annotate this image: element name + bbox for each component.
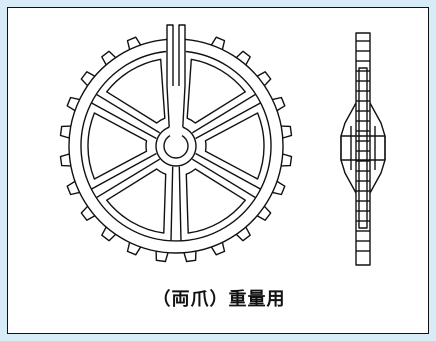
wheel-tooth xyxy=(66,96,80,112)
side-strip xyxy=(355,32,371,266)
wheel-tooth xyxy=(80,71,96,87)
slot-left-edge xyxy=(166,24,174,128)
spoke-edge xyxy=(91,152,157,190)
wheel-tooth xyxy=(272,96,286,112)
wheel-tooth xyxy=(126,36,142,50)
wheel-tooth xyxy=(210,36,226,50)
wheel-tooth xyxy=(272,180,286,196)
spoke-edge xyxy=(195,152,261,190)
spoke-edge xyxy=(170,166,174,241)
side-hub-profile xyxy=(340,102,386,194)
wheel-side-view xyxy=(340,32,386,266)
wheel-window xyxy=(186,58,246,124)
slot-right-edge xyxy=(178,24,186,128)
wheel-window xyxy=(106,168,167,234)
hub-outer xyxy=(155,126,197,167)
wheel-tooth xyxy=(80,205,96,221)
hub-inner xyxy=(163,134,189,159)
spoke-edge xyxy=(95,93,161,134)
wheel-tooth xyxy=(101,50,117,66)
side-hub-block xyxy=(340,135,386,161)
wheel-window xyxy=(87,112,148,180)
wheel-tooth xyxy=(281,125,293,139)
wheel-tooth xyxy=(59,125,71,139)
wheel-tooth xyxy=(126,242,142,256)
wheel-tooth xyxy=(59,153,71,167)
wheel-window xyxy=(204,112,265,180)
wheel-window xyxy=(106,58,166,124)
wheel-tooth xyxy=(256,205,272,221)
wheel-tooth xyxy=(256,71,272,87)
wheel-front-view xyxy=(59,24,293,263)
side-axle xyxy=(358,67,368,229)
spoke-edge xyxy=(178,166,182,241)
wheel-tooth xyxy=(101,226,117,242)
spoke-edge xyxy=(95,158,161,199)
wheel-tooth xyxy=(235,226,251,242)
spoke-edge xyxy=(191,93,257,134)
outer-rim xyxy=(68,38,284,254)
wheel-tooth xyxy=(235,50,251,66)
wheel-window xyxy=(185,168,246,234)
spoke-edge xyxy=(91,102,157,140)
wheel-tooth xyxy=(281,153,293,167)
wheel-tooth xyxy=(210,242,226,256)
wheel-tooth xyxy=(66,180,80,196)
spoke-edge xyxy=(195,102,261,140)
diagram-caption: （両爪）重量用 xyxy=(152,289,286,310)
wheel-tooth xyxy=(155,251,169,263)
gear-diagram xyxy=(59,24,386,266)
diagram-panel: （両爪）重量用 xyxy=(7,7,429,334)
wheel-tooth xyxy=(183,251,197,263)
inner-rim xyxy=(80,50,272,242)
spoke-edge xyxy=(191,158,257,199)
